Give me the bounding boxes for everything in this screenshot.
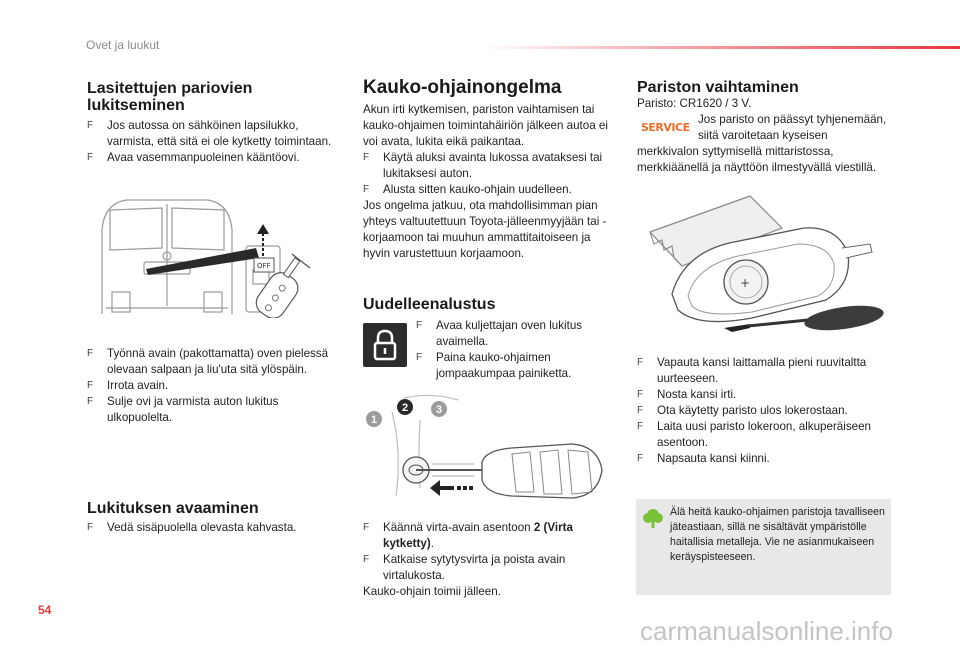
section-title-battery: Pariston vaihtaminen (637, 79, 799, 96)
outro-paragraph: Jos ongelma jatkuu, ota mahdollisimman p… (363, 199, 607, 260)
list-item: Irrota avain. (87, 378, 342, 394)
list-item: Vapauta kansi laittamalla pieni ruuvital… (637, 355, 889, 387)
list-item: Jos autossa on sähköinen lapsilukko, var… (87, 118, 337, 150)
running-header: Ovet ja luukut (86, 38, 160, 52)
van-rear-illustration: OFF (101, 199, 311, 318)
list-item: Katkaise sytytysvirta ja poista avain vi… (363, 552, 613, 584)
header-rule (480, 46, 960, 49)
list-item: Nosta kansi irti. (637, 387, 889, 403)
intro-paragraph: Akun irti kytkemisen, pariston vaihtamis… (363, 103, 608, 148)
section-title-reset: Uudelleenalustus (363, 296, 496, 313)
step-label: 3 (436, 404, 442, 416)
page-number: 54 (38, 603, 52, 617)
lock-icon (363, 323, 407, 367)
step-label: 2 (402, 402, 408, 414)
section-glazed-doors-list: Jos autossa on sähköinen lapsilukko, var… (87, 118, 337, 166)
tree-icon (643, 509, 663, 528)
ignition-key-illustration: 1 2 3 (366, 394, 603, 499)
list-item: Ota käytetty paristo ulos lokerostaan. (637, 403, 889, 419)
list-item: Sulje ovi ja varmista auton lukitus ulko… (87, 394, 342, 426)
list-item: Laita uusi paristo lokeroon, alkuperäise… (637, 419, 889, 451)
battery-steps-list: Vapauta kansi laittamalla pieni ruuvital… (637, 355, 889, 467)
list-item: Käännä virta-avain asentoon 2 (Virta kyt… (363, 520, 613, 552)
section-title-unlocking: Lukituksen avaaminen (87, 500, 259, 517)
section-unlocking-list: Vedä sisäpuolella olevasta kahvasta. (87, 520, 342, 536)
section-title-glazed-doors: Lasitettujen pariovien lukitseminen (87, 80, 253, 114)
off-label: OFF (257, 262, 271, 270)
reset-list: Avaa kuljettajan oven lukitus avaimella.… (416, 318, 606, 382)
battery-replacement-illustration: + (648, 195, 884, 332)
remote-problem-body: Akun irti kytkemisen, pariston vaihtamis… (363, 102, 613, 262)
list-item: Avaa vasemmanpuoleinen kääntöovi. (87, 150, 337, 166)
list-item: Alusta sitten kauko-ohjain uudelleen. (363, 182, 613, 198)
watermark: carmanualsonline.info (640, 616, 893, 646)
list-item: Vedä sisäpuolella olevasta kahvasta. (87, 520, 342, 536)
service-warning-icon: SERVICE (641, 119, 690, 136)
tip-text: Älä heitä kauko-ohjaimen paristoja taval… (670, 506, 885, 563)
list-item: Napsauta kansi kiinni. (637, 451, 889, 467)
service-text-short: Jos paristo on päässyt tyhjenemään, siit… (698, 113, 887, 142)
step-marker (431, 401, 447, 417)
step-marker (397, 399, 413, 415)
battery-spec: Paristo: CR1620 / 3 V. (637, 97, 752, 110)
plus-symbol: + (740, 276, 750, 290)
section-key-list: Työnnä avain (pakottamatta) oven pieless… (87, 346, 342, 426)
step-label: 1 (371, 414, 377, 426)
reset-footer: Kauko-ohjain toimii jälleen. (363, 585, 501, 598)
service-text-long: merkkivalon syttymisellä mittaristossa, … (637, 145, 877, 174)
list-item: Avaa kuljettajan oven lukitus avaimella. (416, 318, 606, 350)
list-item: Työnnä avain (pakottamatta) oven pieless… (87, 346, 342, 378)
list-item: Käytä aluksi avainta lukossa avataksesi … (363, 150, 613, 182)
ignition-steps: Käännä virta-avain asentoon 2 (Virta kyt… (363, 520, 613, 600)
list-item: Paina kauko-ohjaimen jompaakumpaa painik… (416, 350, 606, 382)
environment-tip-box: Älä heitä kauko-ohjaimen paristoja taval… (636, 499, 891, 595)
step-marker (366, 411, 382, 427)
section-title-remote-problem: Kauko-ohjainongelma (363, 77, 562, 98)
